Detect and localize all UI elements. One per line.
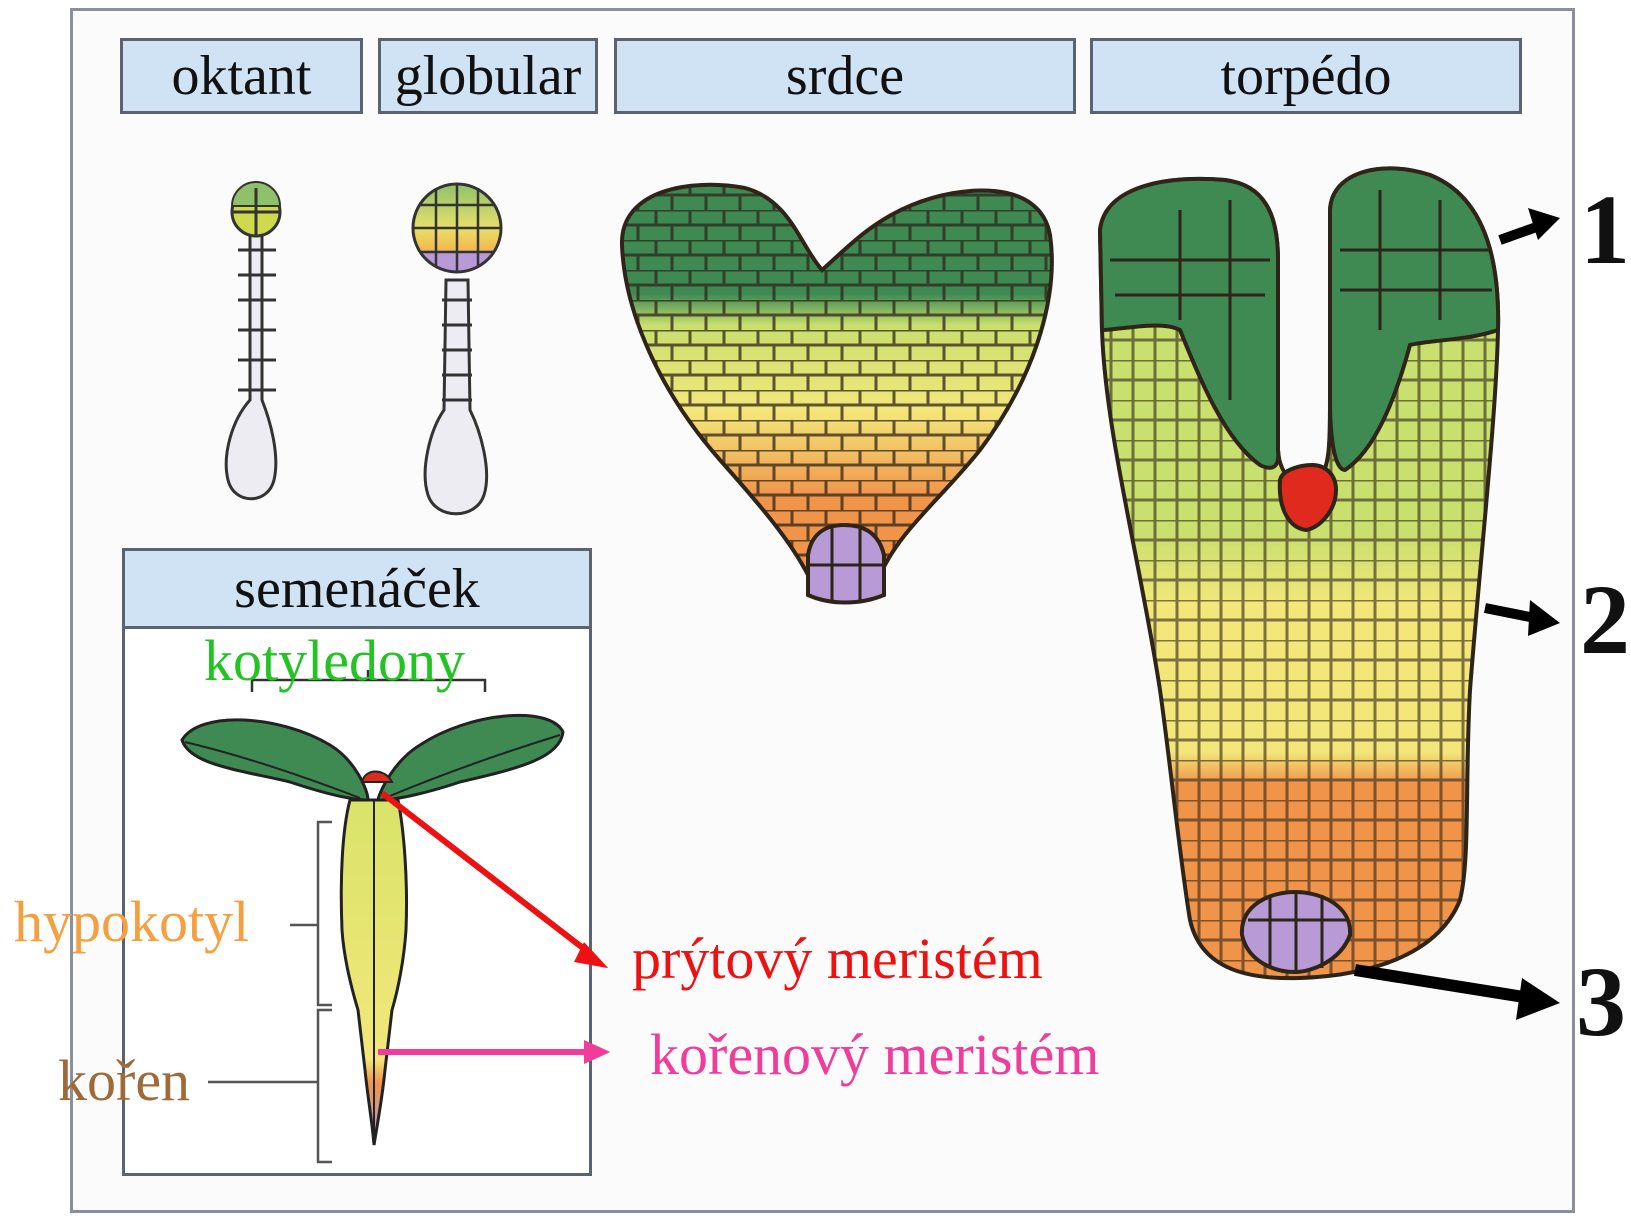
torpedo-embryo bbox=[1100, 168, 1498, 978]
globular-embryo bbox=[413, 184, 501, 514]
root-meristem-label: kořenový meristém bbox=[650, 1026, 1099, 1084]
marker-arrow-1 bbox=[1500, 208, 1560, 240]
inset-title: semenáček bbox=[125, 551, 589, 629]
oktant-embryo bbox=[226, 182, 280, 499]
marker-arrow-3 bbox=[1355, 970, 1560, 1020]
marker-number-1: 1 bbox=[1580, 180, 1630, 280]
kotyledony-label: kotyledony bbox=[204, 632, 465, 690]
hypokotyl-label: hypokotyl bbox=[14, 893, 249, 951]
heart-embryo bbox=[622, 185, 1052, 603]
shoot-meristem-label: prýtový meristém bbox=[632, 930, 1043, 988]
marker-number-3: 3 bbox=[1576, 952, 1626, 1052]
koren-label: kořen bbox=[58, 1052, 190, 1110]
marker-arrow-2 bbox=[1485, 600, 1560, 636]
marker-number-2: 2 bbox=[1580, 570, 1630, 670]
